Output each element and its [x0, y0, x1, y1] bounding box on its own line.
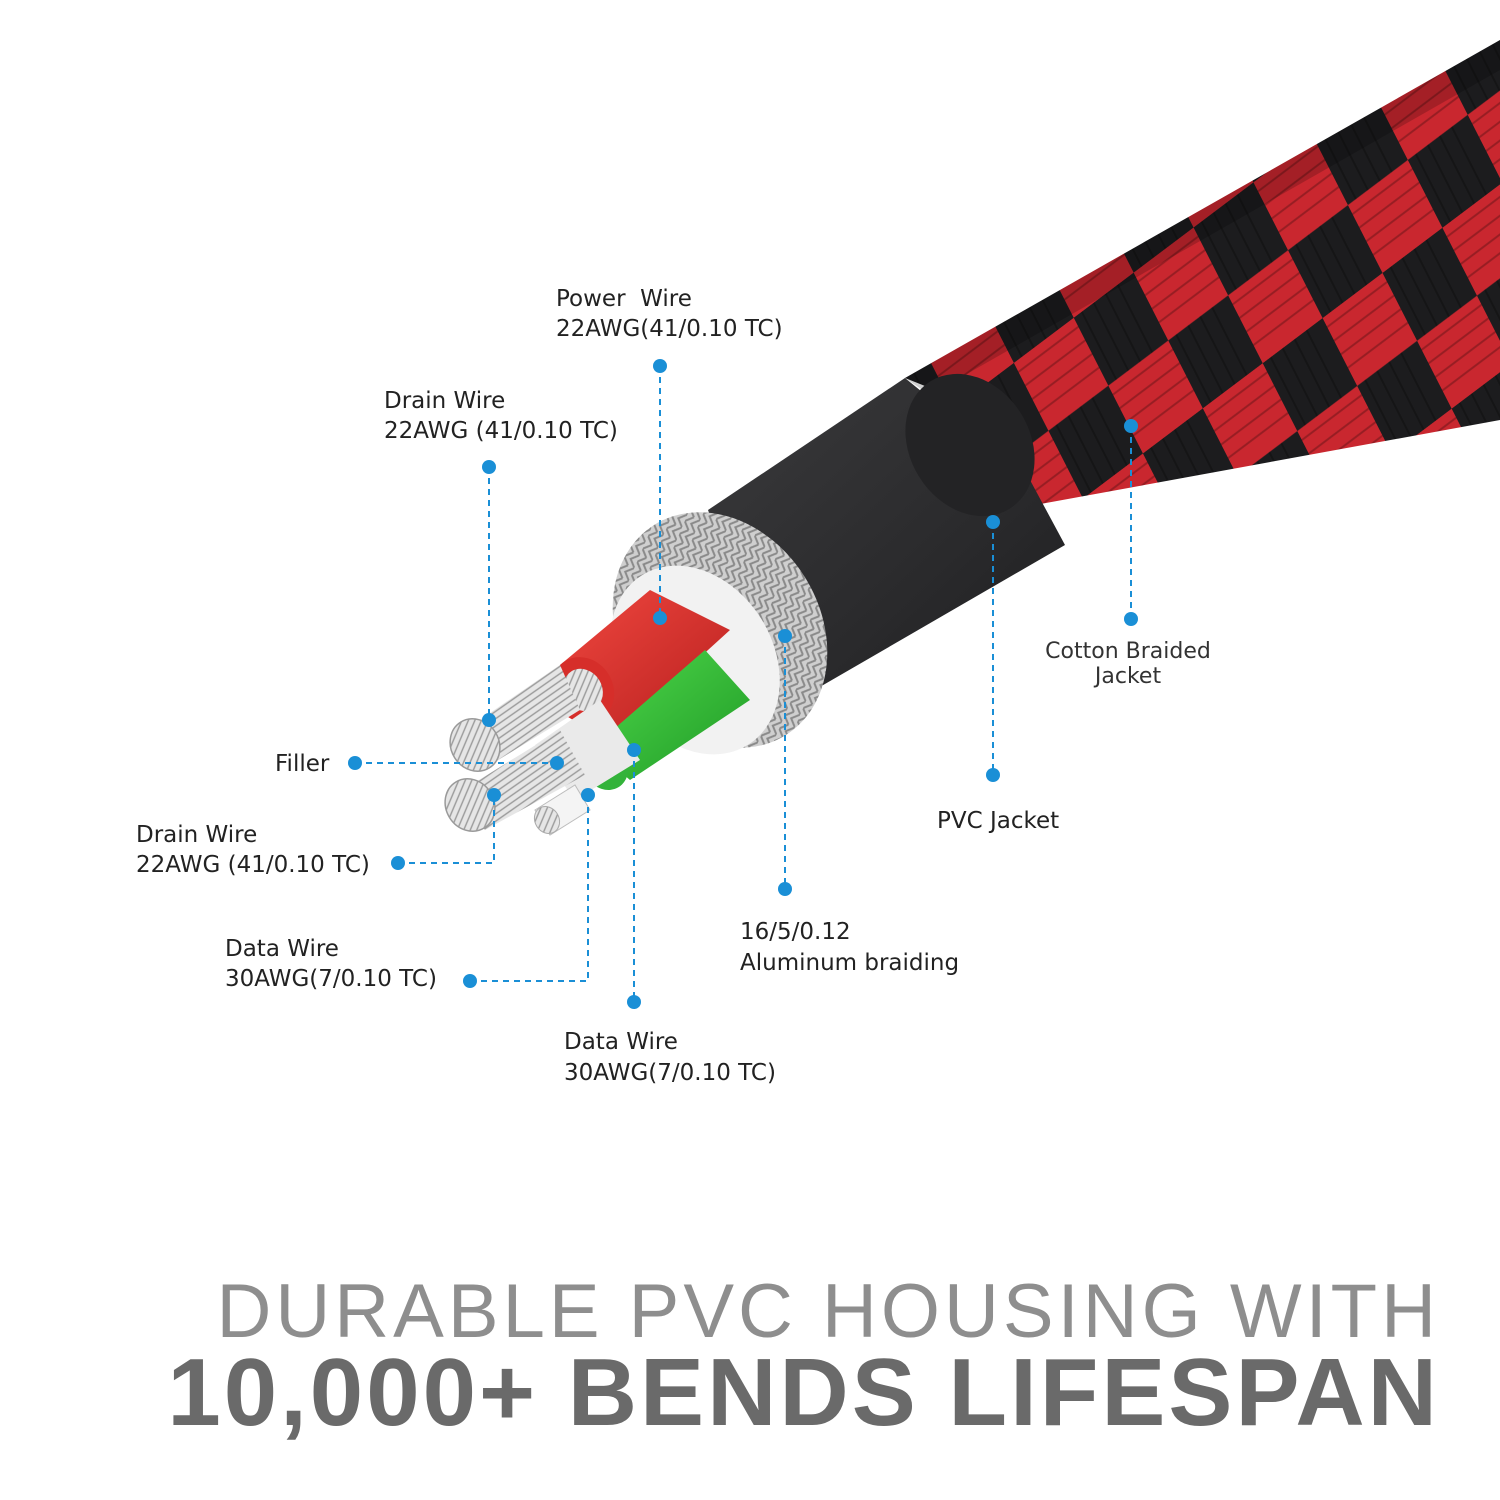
cotton-braided-jacket: [905, 40, 1500, 505]
drain-wire-bottom-strands: [444, 730, 585, 832]
label-cotton-jacket-title: Cotton Braided: [1045, 639, 1211, 664]
data-wire-white: [533, 784, 591, 836]
callout-dots: [348, 359, 1138, 1009]
label-power-wire-title: Power Wire: [556, 286, 692, 312]
label-aluminum-braiding-title: 16/5/0.12: [740, 919, 851, 945]
callout-leaders: [355, 366, 1132, 1002]
label-drain-wire-bottom-title: Drain Wire: [136, 822, 257, 848]
label-pvc-jacket: PVC Jacket: [937, 808, 1059, 834]
leader-data-wire-left: [470, 795, 589, 982]
label-cotton-jacket-spec: Jacket: [1093, 664, 1162, 689]
label-power-wire-spec: 22AWG(41/0.10 TC): [556, 316, 783, 342]
headline-line-1: DURABLE PVC HOUSING WITH: [216, 1269, 1440, 1354]
label-data-wire-bottom-title: Data Wire: [564, 1029, 678, 1055]
label-drain-wire-top-spec: 22AWG (41/0.10 TC): [384, 418, 618, 444]
label-data-wire-left-spec: 30AWG(7/0.10 TC): [225, 966, 437, 992]
label-aluminum-braiding-spec: Aluminum braiding: [740, 950, 959, 976]
label-drain-wire-bottom-spec: 22AWG (41/0.10 TC): [136, 852, 370, 878]
label-drain-wire-top-title: Drain Wire: [384, 388, 505, 414]
headline-line-2: 10,000+ BENDS LIFESPAN: [167, 1339, 1440, 1446]
label-data-wire-left-title: Data Wire: [225, 936, 339, 962]
label-data-wire-bottom-spec: 30AWG(7/0.10 TC): [564, 1060, 776, 1086]
label-filler: Filler: [275, 751, 330, 777]
drain-wire-top-strands: [449, 665, 580, 772]
